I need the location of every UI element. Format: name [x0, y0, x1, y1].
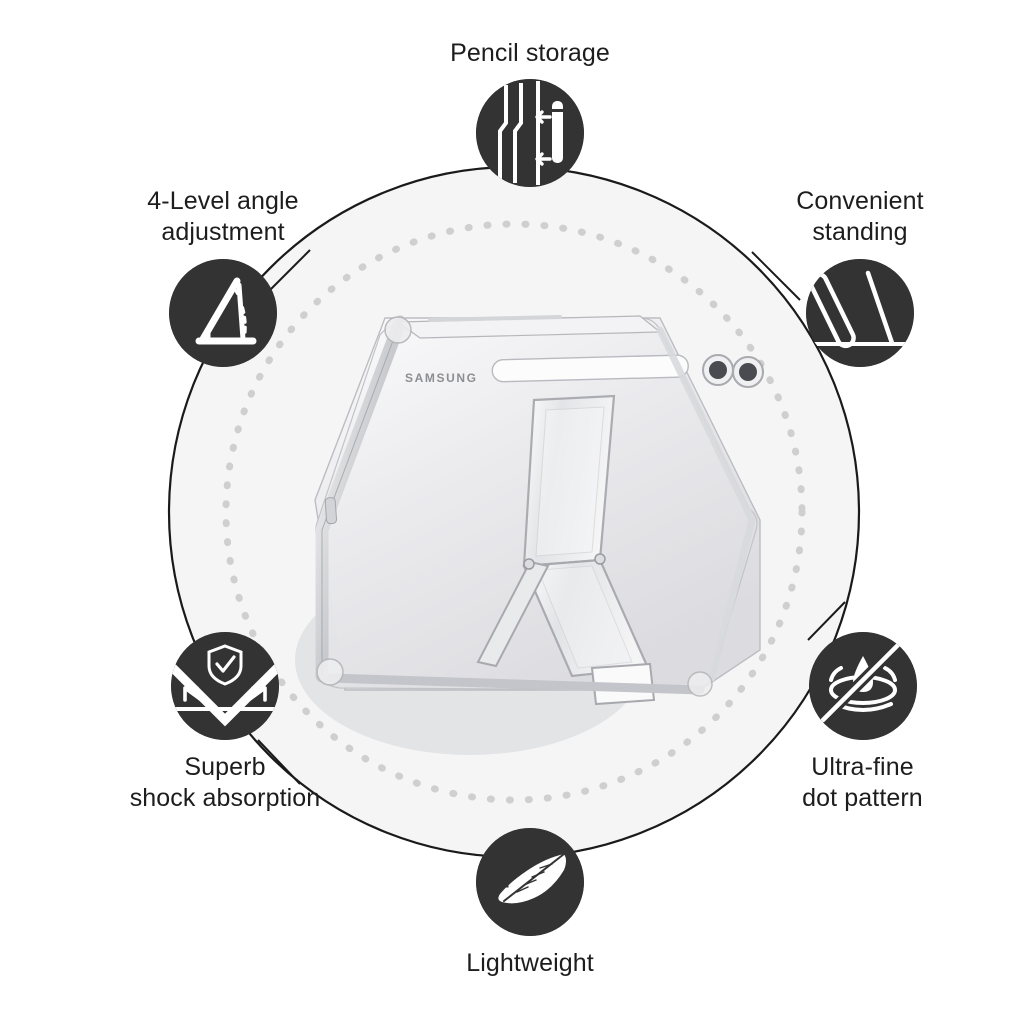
top-rim-highlight: [428, 315, 562, 322]
connector-standing: [751, 251, 801, 301]
corner-bumper-tl: [384, 316, 412, 344]
feature-label-convenient-standing: Convenient standing: [796, 187, 924, 246]
case-left-edge-line: [321, 321, 401, 676]
s-pen-slot: [491, 354, 689, 383]
samsung-wordmark: SAMSUNG: [405, 371, 478, 385]
corner-bumper-bl: [316, 658, 344, 686]
kickstand-upper-inner: [535, 406, 605, 557]
feature-label-lightweight: Lightweight: [466, 949, 594, 977]
case-bottom-rim: [325, 673, 705, 695]
shield-shock-icon: [171, 632, 279, 740]
feature-label-angle-adjustment: 4-Level angle adjustment: [147, 187, 299, 246]
side-button: [324, 497, 338, 525]
feature-dot-pattern: Ultra-fine dot pattern: [740, 632, 985, 813]
feature-angle-adjustment: 4-Level angle adjustment: [108, 186, 338, 367]
camera-lens-2: [739, 363, 757, 381]
feature-pencil-storage: Pencil storage: [418, 38, 642, 187]
feature-label-pencil-storage: Pencil storage: [450, 39, 610, 67]
kickstand-support-leg: [476, 560, 550, 668]
dotted-ring: [222, 220, 806, 804]
camera-lens-1: [709, 361, 727, 379]
pencil-slot-icon: [476, 78, 584, 187]
connector-shock: [257, 739, 301, 785]
no-water-ripple-icon: [808, 632, 917, 740]
case-right-edge: [656, 326, 756, 682]
feature-shock-absorption: Superb shock absorption: [100, 632, 350, 813]
feather-icon: [476, 828, 584, 936]
kickstand-hinge-right: [594, 553, 606, 565]
kickstand-hinge-left: [523, 558, 535, 570]
connector-dot: [807, 601, 846, 641]
feature-lightweight: Lightweight: [418, 828, 642, 979]
angle-stand-icon: [169, 259, 277, 367]
kickstand-lower-inner: [537, 565, 633, 669]
feature-label-shock-absorption: Superb shock absorption: [129, 753, 321, 812]
feature-label-dot-pattern: Ultra-fine dot pattern: [802, 753, 923, 812]
tablet-stand-icon: [806, 259, 914, 367]
feature-convenient-standing: Convenient standing: [745, 186, 975, 367]
corner-bumper-br: [687, 671, 713, 697]
